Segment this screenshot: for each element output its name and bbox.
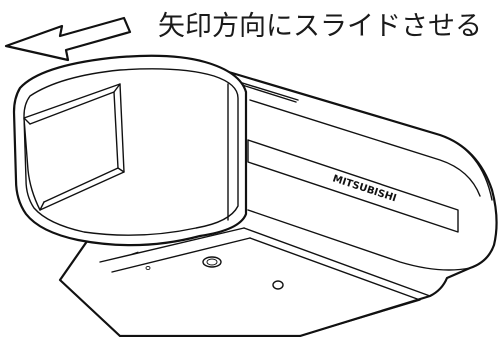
arrow-left-icon xyxy=(4,16,132,62)
front-cover xyxy=(12,54,248,247)
slide-instruction-text: 矢印方向にスライドさせる xyxy=(158,11,482,42)
